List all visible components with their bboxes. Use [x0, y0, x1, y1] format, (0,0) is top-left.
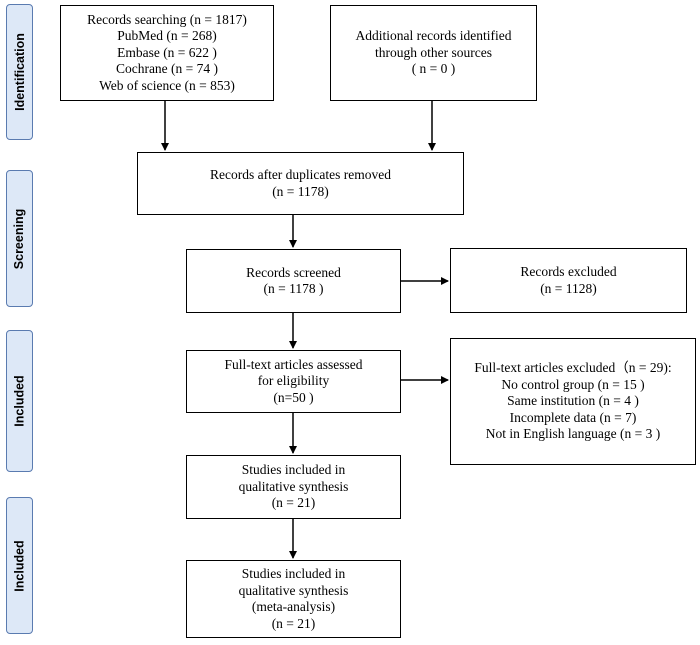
box-line: Web of science (n = 853) [99, 77, 235, 93]
box-line: (n = 1178) [272, 183, 329, 199]
box-line: Cochrane (n = 74 ) [115, 61, 219, 77]
stage-tab-screening: Screening [6, 170, 33, 307]
box-line: Records searching (n = 1817) [87, 11, 247, 27]
box-line: Studies included in [241, 462, 346, 478]
records-searching-box: Records searching (n = 1817) PubMed (n =… [60, 5, 274, 101]
box-line: qualitative synthesis [238, 582, 349, 598]
box-line: Incomplete data (n = 7) [509, 409, 637, 425]
box-line: (n=50 ) [273, 389, 314, 405]
box-line: Records after duplicates removed [209, 167, 392, 182]
box-line: Embase (n = 622 ) [117, 44, 217, 60]
meta-analysis-box: Studies included in qualitative synthesi… [186, 560, 401, 638]
box-line: Records excluded [520, 264, 617, 279]
box-line: Studies included in [241, 566, 346, 581]
box-line: Full-text articles assessed [224, 356, 363, 372]
box-line: No control group (n = 15 ) [501, 376, 645, 392]
fulltext-assessed-box: Full-text articles assessed for eligibil… [186, 350, 401, 413]
stage-tab-identification: Identification [6, 4, 33, 140]
box-line: Records screened [246, 264, 341, 280]
box-line: Full-text articles excluded（n = 29): [474, 360, 672, 376]
fulltext-excluded-box: Full-text articles excluded（n = 29): No … [450, 338, 696, 465]
additional-records-box: Additional records identified through ot… [330, 5, 537, 101]
box-line: qualitative synthesis [238, 478, 349, 494]
box-line: (meta-analysis) [251, 599, 336, 614]
box-line: through other sources [375, 44, 492, 60]
box-line: Not in English language (n = 3 ) [485, 426, 661, 442]
stage-tab-included: Included [6, 330, 33, 472]
records-screened-box: Records screened (n = 1178 ) [186, 249, 401, 313]
box-line: PubMed (n = 268) [117, 28, 217, 44]
records-excluded-box: Records excluded (n = 1128) [450, 248, 687, 313]
box-line: (n = 1178 ) [263, 281, 324, 296]
box-line: Same institution (n = 4 ) [507, 393, 639, 409]
box-line: (n = 21) [271, 495, 316, 511]
box-line: for eligibility [257, 373, 330, 389]
box-line: Additional records identified [355, 28, 512, 44]
qualitative-synthesis-box: Studies included in qualitative synthesi… [186, 455, 401, 519]
box-line: (n = 21) [271, 615, 316, 631]
duplicates-removed-box: Records after duplicates removed (n = 11… [137, 152, 464, 215]
stage-tab-included-final: Included [6, 497, 33, 634]
box-line: (n = 1128) [540, 280, 597, 296]
box-line: ( n = 0 ) [411, 61, 456, 77]
